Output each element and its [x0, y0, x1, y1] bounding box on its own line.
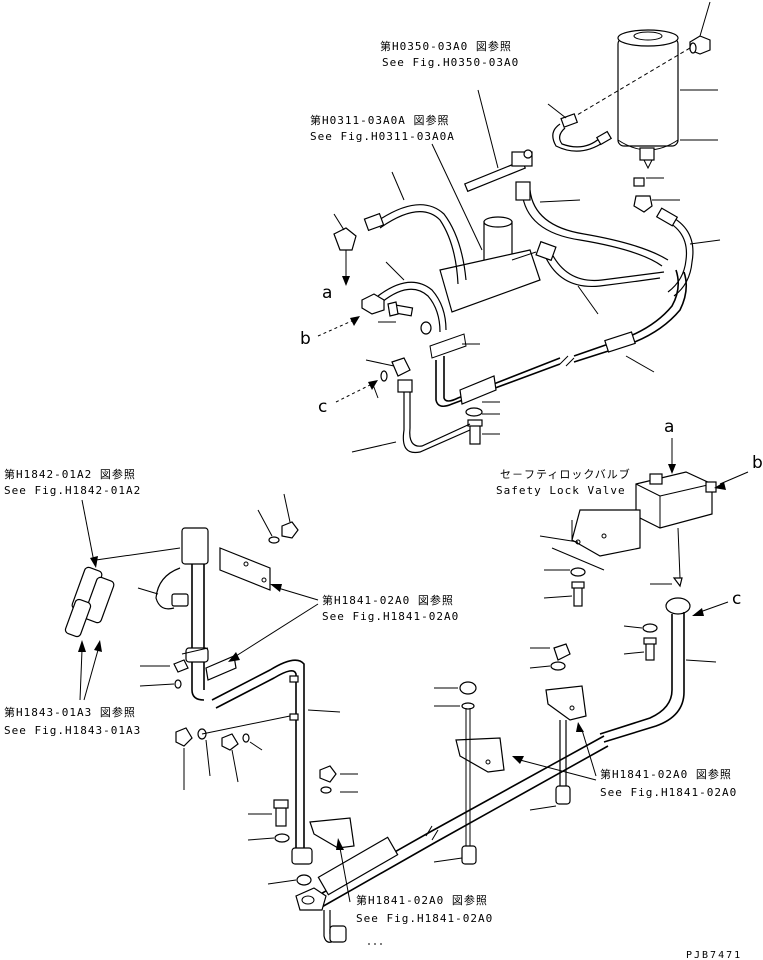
drawing-code: PJB7471 [686, 950, 742, 960]
ref-h1841-upper-jp: 第H1841-02A0 図参照 [322, 593, 454, 607]
valve-connection-b: b [752, 453, 763, 473]
quick-coupler-set [64, 499, 181, 638]
safety-lock-valve-jp: セ－フティロックバルブ [500, 467, 631, 481]
top-connection-a: a [322, 283, 332, 303]
pilot-hose-top [547, 103, 613, 152]
ref-h1843-jp: 第H1843-01A3 図参照 [4, 705, 136, 719]
elbow-fitting-a [333, 213, 357, 286]
right-steel-tube [599, 597, 717, 743]
bottom-hose [323, 910, 382, 945]
reference-h1843: 第H1843-01A3 図参照 See Fig.H1843-01A3 [4, 705, 141, 737]
adapter-fittings [633, 177, 680, 213]
left-horizontal-tube [211, 659, 341, 852]
ref-h1843-en: See Fig.H1843-01A3 [4, 724, 141, 737]
reference-h0350: 第H0350-03A0 図参照 See Fig.H0350-03A0 [380, 39, 519, 69]
left-upper-hoses [361, 171, 467, 333]
safety-lock-valve [635, 471, 717, 588]
main-hoses-upper [515, 181, 669, 315]
reference-h1841-upper: 第H1841-02A0 図参照 See Fig.H1841-02A0 [228, 584, 459, 662]
reference-h0311: 第H0311-03A0A 図参照 See Fig.H0311-03A0A [310, 113, 483, 251]
ref-h1841-bottom-en: See Fig.H1841-02A0 [356, 912, 493, 925]
lower-left-bracket [247, 765, 358, 886]
main-steel-tube [435, 269, 688, 408]
ref-h0311-en: See Fig.H0311-03A0A [310, 130, 455, 143]
reference-h1841-right: 第H1841-02A0 図参照 See Fig.H1841-02A0 [512, 722, 737, 799]
center-clamp-bracket [433, 681, 505, 865]
ref-h1841-right-en: See Fig.H1841-02A0 [600, 786, 737, 799]
ref-h0311-jp: 第H0311-03A0A 図参照 [310, 113, 449, 127]
left-vertical-tube [137, 527, 209, 701]
union-fittings [175, 715, 291, 790]
top-connection-b: b [300, 329, 311, 349]
right-clamp-bracket [529, 643, 587, 811]
bolt-washer-set [378, 301, 432, 335]
hose-clamp [429, 333, 480, 359]
ref-h1842-jp: 第H1842-01A2 図参照 [4, 467, 136, 481]
tee-fitting [463, 89, 533, 193]
safety-lock-valve-en: Safety Lock Valve [496, 484, 626, 497]
bottom-steel-tube [295, 735, 609, 911]
valve-connection-a: a [664, 417, 674, 437]
valve-connection-c: c [732, 589, 741, 609]
ref-h1842-en: See Fig.H1842-01A2 [4, 484, 141, 497]
mounting-bracket-top [459, 375, 500, 445]
line-filter [439, 216, 541, 313]
valve-bracket [539, 509, 641, 607]
return-hose [351, 357, 471, 454]
accumulator-hose [655, 207, 721, 297]
ref-h1841-right-jp: 第H1841-02A0 図参照 [600, 767, 732, 781]
reference-h1842: 第H1842-01A2 図参照 See Fig.H1842-01A2 [4, 467, 141, 497]
reference-h1841-bottom: 第H1841-02A0 図参照 See Fig.H1841-02A0 [336, 838, 493, 925]
ref-h1841-upper-en: See Fig.H1841-02A0 [322, 610, 459, 623]
left-clamp-bracket [139, 647, 237, 689]
left-bracket-plate [219, 493, 299, 591]
top-connection-c: c [318, 397, 327, 417]
ref-h1841-bottom-jp: 第H1841-02A0 図参照 [356, 893, 488, 907]
ref-h0350-jp: 第H0350-03A0 図参照 [380, 39, 512, 53]
ref-h0350-en: See Fig.H0350-03A0 [382, 56, 519, 69]
accumulator-tank [571, 1, 718, 170]
